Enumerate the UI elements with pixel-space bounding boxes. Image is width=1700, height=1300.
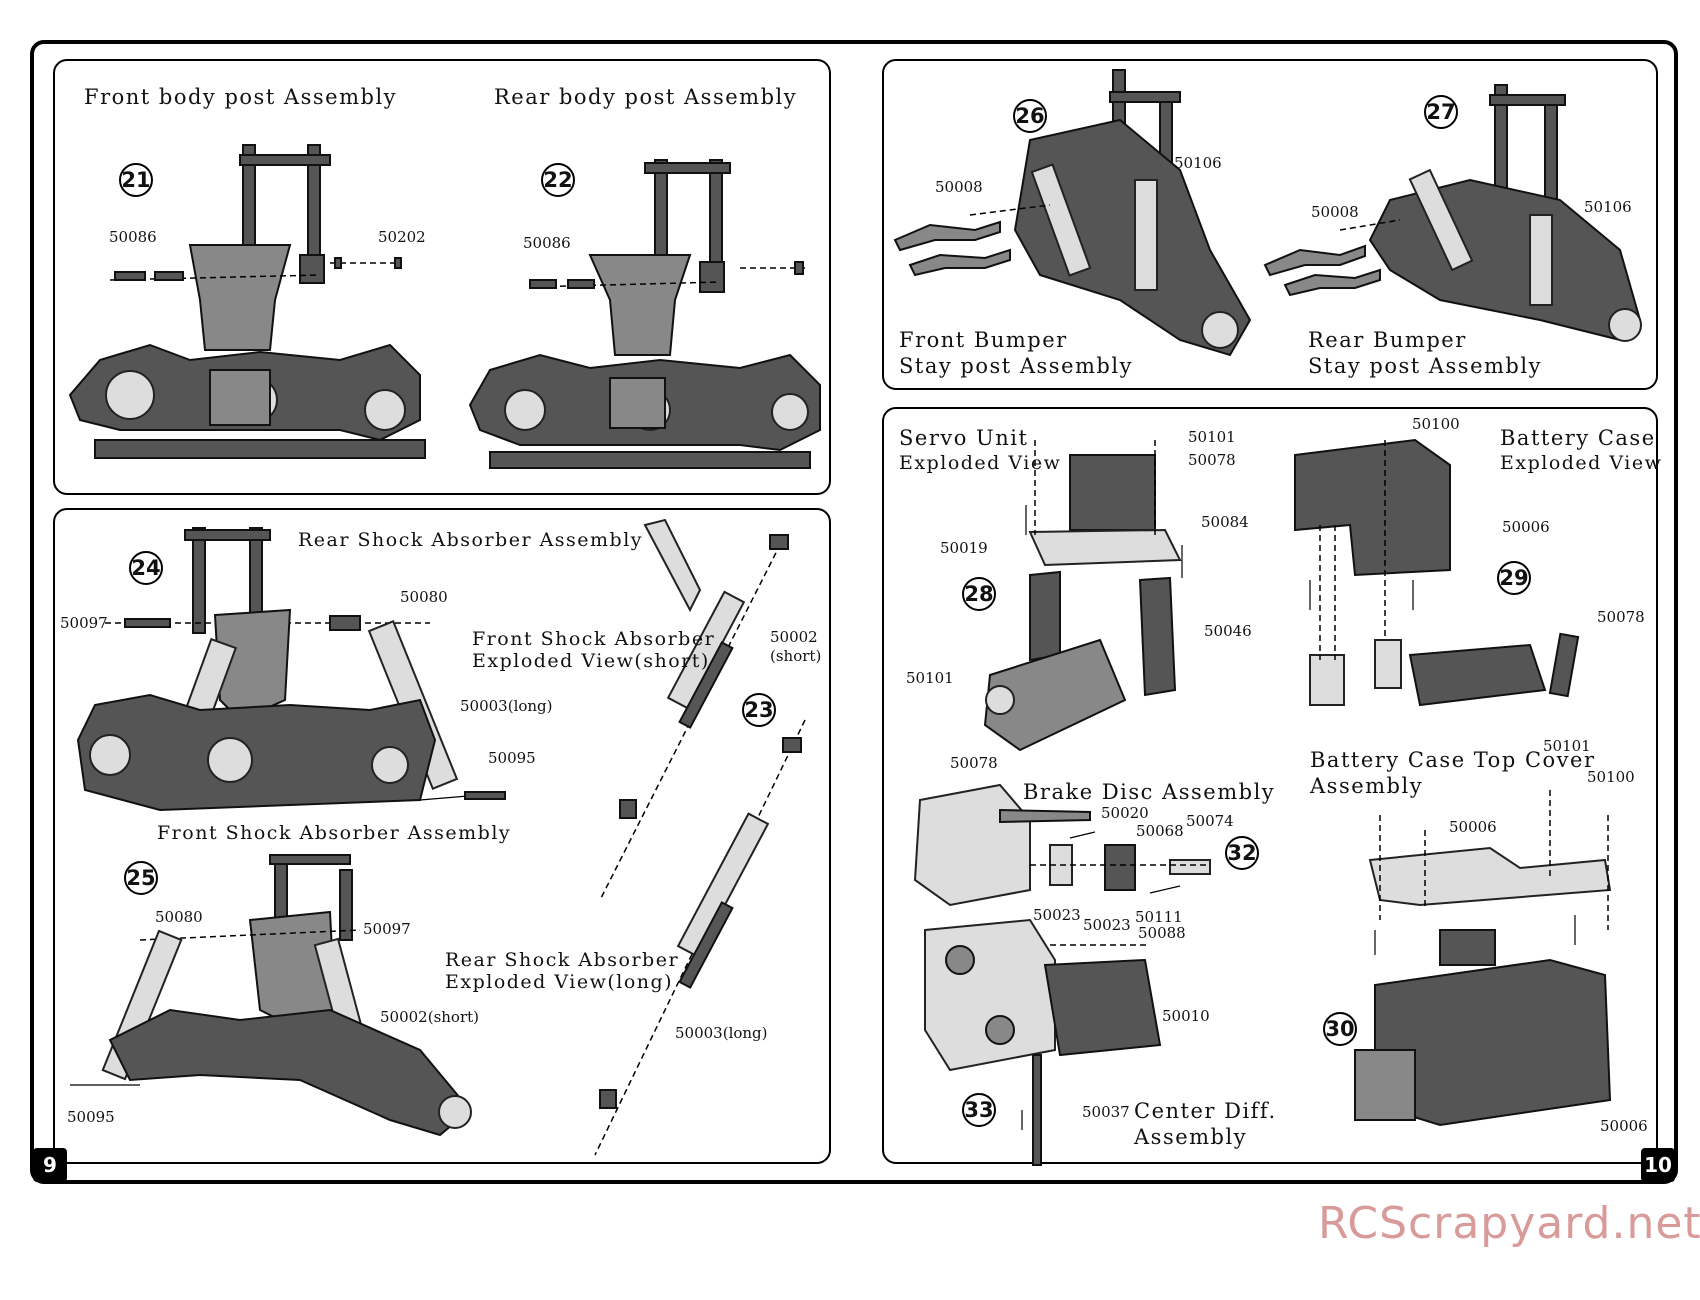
rear-bumper-drawing [1263,84,1642,342]
part-number: 50100 [1587,768,1635,786]
part-number: 50106 [1584,198,1632,216]
step-24-badge: 24 [129,551,163,585]
battery-cover-title-line2: Assembly [1310,774,1424,798]
battery-cover-title-line1: Battery Case Top Cover [1310,748,1596,772]
rear-bumper-title-line2: Stay post Assembly [1308,354,1542,378]
step-29-badge: 29 [1497,561,1531,595]
part-number: 50046 [1204,622,1252,640]
part-number: 50097 [363,920,411,938]
step-28-badge: 28 [962,577,996,611]
battery-case-title-line2: Exploded View [1500,452,1663,474]
front-bumper-title-line1: Front Bumper [899,328,1068,352]
front-body-post-title: Front body post Assembly [84,85,398,109]
part-number: 50106 [1174,154,1222,172]
part-number: 50002(short) [380,1008,480,1026]
part-number: 50037 [1082,1103,1130,1121]
part-number: 50097 [60,614,108,632]
step-33-badge: 33 [962,1093,996,1127]
part-number: 50003(long) [675,1024,768,1042]
part-number: 50003(long) [460,697,553,715]
part-number: 50006 [1600,1117,1648,1135]
part-number: 50084 [1201,513,1249,531]
watermark-text: RCScrapyard.net [1318,1198,1700,1249]
part-number: 50010 [1162,1007,1210,1025]
exploded-shock-drawing [594,518,806,1156]
part-number: 50002 [770,628,818,646]
part-number: 50095 [67,1108,115,1126]
part-number: 50006 [1502,518,1550,536]
part-number: 50086 [109,228,157,246]
rear-shock-assembly-drawing [76,527,506,812]
part-number: 50080 [155,908,203,926]
step-32-badge: 32 [1225,836,1259,870]
part-number: 50095 [488,749,536,767]
part-number: 50086 [523,234,571,252]
part-number: 50006 [1449,818,1497,836]
part-number: 50078 [950,754,998,772]
part-number: 50101 [906,669,954,687]
rear-bumper-title-line1: Rear Bumper [1308,328,1467,352]
front-shock-assembly-title: Front Shock Absorber Assembly [157,822,512,844]
step-27-badge: 27 [1424,95,1458,129]
part-number: 50074 [1186,812,1234,830]
part-number: 50020 [1101,804,1149,822]
front-shock-exploded-title-line1: Front Shock Absorber [472,628,716,650]
rear-body-post-title: Rear body post Assembly [494,85,798,109]
part-number-note: (short) [770,647,822,665]
part-number: 50019 [940,539,988,557]
part-number: 50101 [1543,737,1591,755]
rear-shock-assembly-title: Rear Shock Absorber Assembly [298,529,644,551]
step-26-badge: 26 [1013,99,1047,133]
battery-cover-drawing [1354,790,1612,1127]
center-diff-title-line1: Center Diff. [1134,1099,1277,1123]
brake-disc-title: Brake Disc Assembly [1023,780,1276,804]
part-number: 50111 [1135,908,1183,926]
servo-unit-title-line2: Exploded View [899,452,1062,474]
part-number: 50078 [1188,451,1236,469]
battery-case-title-line1: Battery Case [1500,426,1656,450]
step-22-badge: 22 [541,163,575,197]
part-number: 50008 [1311,203,1359,221]
rear-shock-exploded-title-line1: Rear Shock Absorber [445,949,680,971]
part-number: 50202 [378,228,426,246]
part-number: 50008 [935,178,983,196]
front-bumper-drawing [893,69,1252,357]
step-23-badge: 23 [742,693,776,727]
front-body-post-drawing [68,144,426,459]
part-number: 50101 [1188,428,1236,446]
step-21-badge: 21 [119,163,153,197]
servo-unit-title-line1: Servo Unit [899,426,1029,450]
manual-spread-frame [30,40,1678,1184]
front-shock-exploded-title-line2: Exploded View(short) [472,650,710,672]
part-number: 50023 [1083,916,1131,934]
front-bumper-title-line2: Stay post Assembly [899,354,1133,378]
center-diff-title-line2: Assembly [1134,1125,1248,1149]
step-25-badge: 25 [124,861,158,895]
part-number: 50080 [400,588,448,606]
part-number: 50078 [1597,608,1645,626]
servo-unit-drawing [983,440,1183,752]
part-number: 50100 [1412,415,1460,433]
part-number: 50023 [1033,906,1081,924]
rear-shock-exploded-title-line2: Exploded View(long) [445,971,674,993]
brake-disc-drawing [913,783,1211,907]
page-number-right: 10 [1641,1148,1675,1182]
battery-case-drawing [1294,438,1580,707]
page-number-left: 9 [33,1148,67,1182]
part-number: 50088 [1138,924,1186,942]
rear-body-post-drawing [468,159,821,469]
center-diff-drawing [924,918,1162,1166]
step-30-badge: 30 [1323,1012,1357,1046]
part-number: 50068 [1136,822,1184,840]
front-shock-assembly-drawing [70,854,472,1137]
